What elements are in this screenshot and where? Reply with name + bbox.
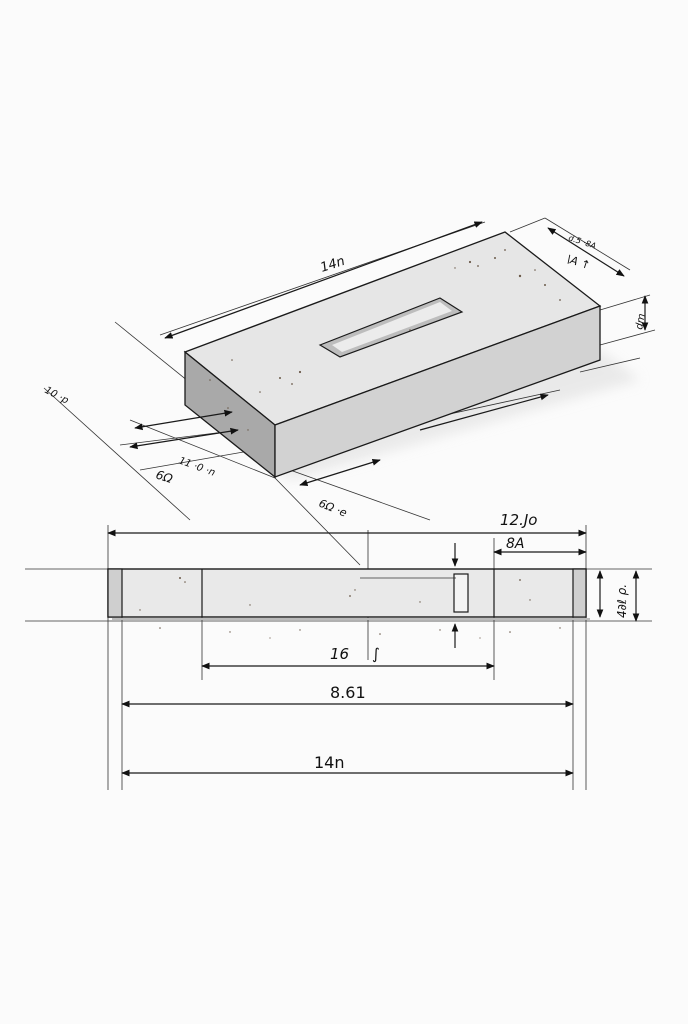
iso-dim-top-length (164, 221, 483, 339)
elevation-view: 12.Jo 8A 4∂ℓ ρ. 16 ∫ 8.61 14n (25, 511, 652, 790)
iso-label-left-low: 6Ω (154, 468, 175, 487)
elevation-label-right-height: 4∂ℓ ρ. (615, 584, 629, 618)
isometric-view: 14n d.5 ·8A \A ↑ dm 10 ·p 11 ·0 ·n 6Ω 6Ω… (43, 217, 656, 566)
iso-label-top-length: 14n (319, 254, 347, 276)
iso-dim-front-bottom (299, 459, 381, 486)
elevation-label-top-inner: 8A (506, 536, 524, 552)
elevation-label-mid-span: 8.61 (330, 683, 366, 702)
elevation-slot (453, 573, 469, 613)
iso-dim-front-right (419, 393, 549, 431)
iso-label-left-mid: 11 ·0 ·n (177, 455, 217, 478)
elevation-label-top-overall: 12.Jo (500, 511, 537, 529)
iso-label-bottom-front: 6Ω ·e (317, 497, 349, 520)
iso-label-right-small: d.5 ·8A (567, 233, 597, 250)
elevation-left-end (107, 568, 123, 618)
iso-dim-right-depth (547, 227, 625, 277)
iso-dim-left-a (134, 409, 233, 431)
elevation-label-inner-mark: ∫ (372, 645, 380, 663)
elevation-right-end (572, 568, 587, 618)
iso-dim-left-b (129, 427, 239, 450)
iso-label-left-far: 10 ·p (43, 385, 71, 407)
elevation-speckles (139, 577, 561, 639)
elevation-body (107, 568, 587, 618)
iso-label-right-small2: \A ↑ (565, 252, 592, 272)
block-front-face (274, 305, 601, 478)
iso-label-right-height: dm (634, 313, 648, 331)
elevation-label-inner-span: 16 (330, 645, 349, 663)
elevation-label-overall: 14n (314, 753, 345, 772)
